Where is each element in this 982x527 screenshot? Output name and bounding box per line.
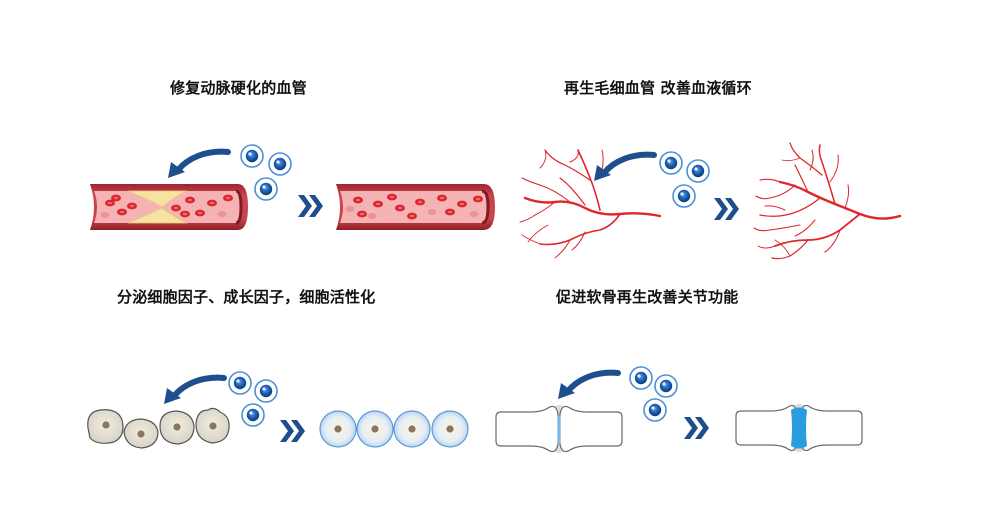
panel-title-cartilage: 促进软骨再生改善关节功能: [556, 288, 739, 306]
panel-title-cells: 分泌细胞因子、成长因子，细胞活性化: [117, 288, 376, 306]
stem-cells-icon: [240, 144, 292, 201]
regenerated-joint-icon: [735, 404, 863, 452]
artery-before: [90, 144, 495, 230]
stem-cells-icon: [629, 366, 678, 422]
panel-title-artery: 修复动脉硬化的血管: [170, 79, 307, 97]
activated-cells-icon: [319, 410, 469, 448]
clear-artery-icon: [336, 184, 495, 230]
double-chevron-icon: [298, 195, 323, 217]
double-chevron-icon: [280, 420, 305, 442]
stem-cells-icon: [228, 371, 278, 427]
thick-cartilage: [791, 407, 807, 449]
dense-capillary-icon: [753, 142, 902, 260]
double-chevron-icon: [684, 417, 709, 439]
panel-title-capillary: 再生毛细血管 改善血液循环: [564, 79, 752, 97]
stem-cells-icon: [659, 151, 710, 208]
cartilage-before: [495, 366, 863, 453]
curved-arrow-icon: [168, 152, 228, 178]
aged-cells-icon: [87, 407, 230, 449]
plaque: [127, 190, 188, 208]
clogged-artery-icon: [90, 184, 248, 230]
cells-before: [87, 371, 469, 449]
thin-cartilage: [557, 416, 561, 444]
sparse-capillary-icon: [519, 149, 662, 259]
capillary-before: [519, 142, 902, 260]
curved-arrow-icon: [558, 373, 618, 399]
double-chevron-icon: [714, 198, 739, 220]
curved-arrow-icon: [164, 378, 224, 404]
worn-joint-icon: [495, 405, 623, 453]
